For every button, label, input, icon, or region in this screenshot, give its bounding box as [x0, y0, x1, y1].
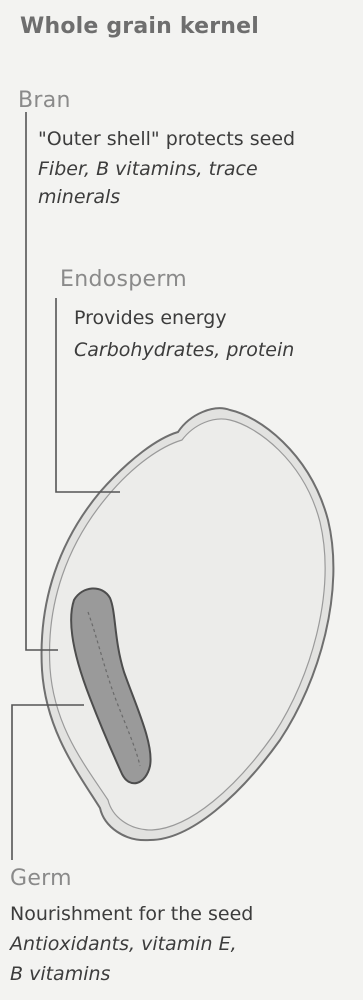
germ-description: Nourishment for the seed	[10, 902, 253, 926]
germ-nutrients-line1: Antioxidants, vitamin E,	[10, 932, 237, 956]
endosperm-leader-line	[56, 298, 120, 492]
bran-leader-line	[26, 112, 58, 650]
germ-nutrients-line2: B vitamins	[10, 962, 110, 986]
germ-heading: Germ	[10, 866, 72, 891]
